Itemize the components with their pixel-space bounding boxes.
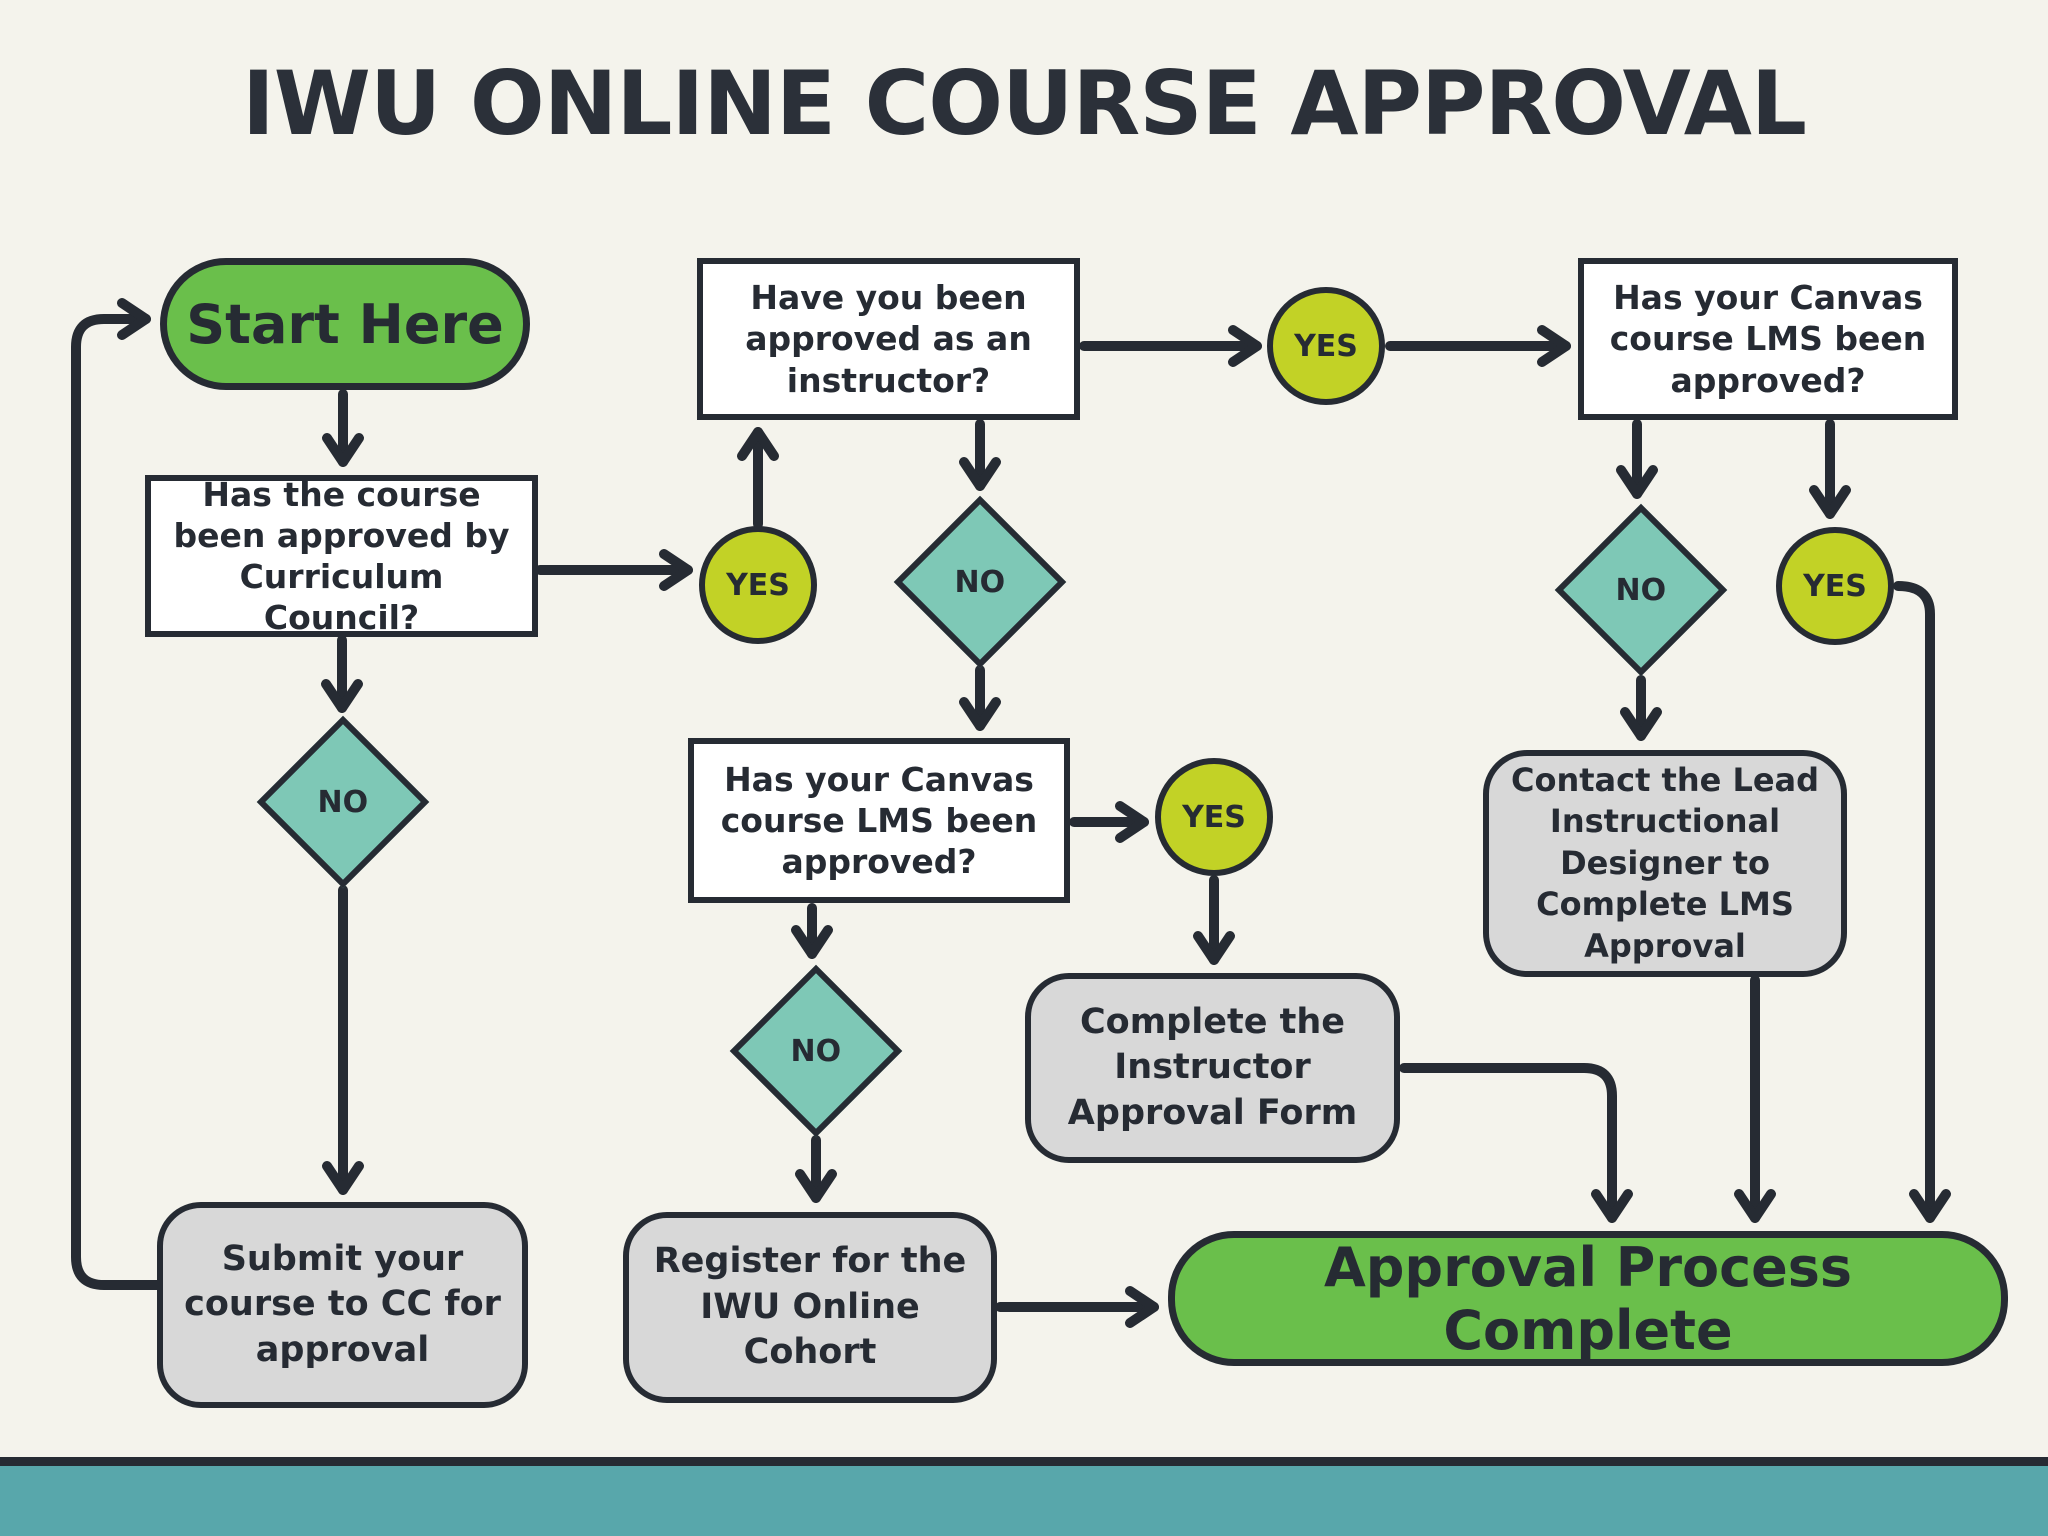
curriculum-yes-label: YES (726, 567, 790, 603)
canvas-center-yes-circle: YES (1155, 758, 1273, 876)
curriculum-no-label: NO (317, 784, 369, 820)
arrow-submit-loop-to-start (71, 298, 162, 1290)
start-node-label: Start Here (186, 292, 504, 356)
instructor-no-diamond: NO (893, 495, 1067, 669)
complete-instructor-form-label: Complete the Instructor Approval Form (1067, 1001, 1358, 1133)
instructor-no-label: NO (954, 564, 1006, 600)
contact-designer-node: Contact the Lead Instructional Designer … (1483, 750, 1847, 977)
curriculum-question-node: Has the course been approved by Curricul… (145, 475, 538, 637)
canvas-lms-question-right-node: Has your Canvas course LMS been approved… (1578, 258, 1958, 420)
approval-complete-label: Approval Process Complete (1323, 1235, 1852, 1362)
curriculum-question-label: Has the course been approved by Curricul… (173, 474, 510, 638)
canvas-lms-question-right-label: Has your Canvas course LMS been approved… (1609, 278, 1927, 400)
arrow-canvasrightyes-to-approval (1893, 581, 1951, 1223)
submit-course-node: Submit your course to CC for approval (157, 1202, 528, 1408)
canvas-right-no-diamond: NO (1554, 503, 1728, 677)
canvas-center-no-label: NO (790, 1033, 842, 1069)
canvas-right-no-label: NO (1615, 572, 1667, 608)
instructor-yes-circle: YES (1267, 287, 1385, 405)
curriculum-yes-circle: YES (699, 526, 817, 644)
instructor-question-node: Have you been approved as an instructor? (697, 258, 1080, 420)
instructor-question-label: Have you been approved as an instructor? (745, 278, 1032, 400)
canvas-right-yes-circle: YES (1776, 527, 1894, 645)
contact-designer-label: Contact the Lead Instructional Designer … (1510, 760, 1820, 965)
complete-instructor-form-node: Complete the Instructor Approval Form (1025, 973, 1400, 1163)
register-cohort-label: Register for the IWU Online Cohort (653, 1241, 967, 1373)
register-cohort-node: Register for the IWU Online Cohort (623, 1212, 997, 1403)
canvas-center-no-diamond: NO (729, 964, 903, 1138)
submit-course-label: Submit your course to CC for approval (184, 1238, 501, 1370)
footer-accent-bar (0, 1457, 2048, 1536)
curriculum-no-diamond: NO (256, 715, 430, 889)
canvas-center-yes-label: YES (1182, 799, 1246, 835)
approval-complete-node: Approval Process Complete (1168, 1231, 2008, 1366)
canvas-right-yes-label: YES (1803, 568, 1867, 604)
instructor-yes-label: YES (1294, 328, 1358, 364)
canvas-lms-question-center-label: Has your Canvas course LMS been approved… (720, 759, 1038, 882)
arrow-completeform-to-approval (1399, 1063, 1633, 1223)
start-node: Start Here (160, 258, 530, 390)
page-title: IWU ONLINE COURSE APPROVAL (242, 52, 1807, 155)
canvas-lms-question-center-node: Has your Canvas course LMS been approved… (688, 738, 1070, 903)
